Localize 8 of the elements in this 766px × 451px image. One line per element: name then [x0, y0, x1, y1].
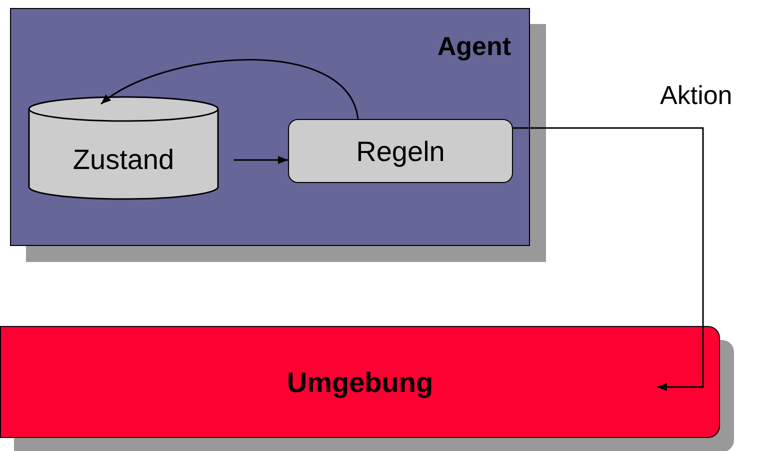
node-label: Zustand — [72, 144, 176, 176]
band-label: Umgebung — [286, 367, 434, 399]
arrow — [100, 59, 359, 120]
arrow — [513, 127, 704, 391]
panel-heading: Agent — [437, 31, 511, 62]
arrow — [234, 156, 288, 164]
node-label: Regeln — [355, 136, 446, 168]
rules-box — [288, 119, 513, 183]
